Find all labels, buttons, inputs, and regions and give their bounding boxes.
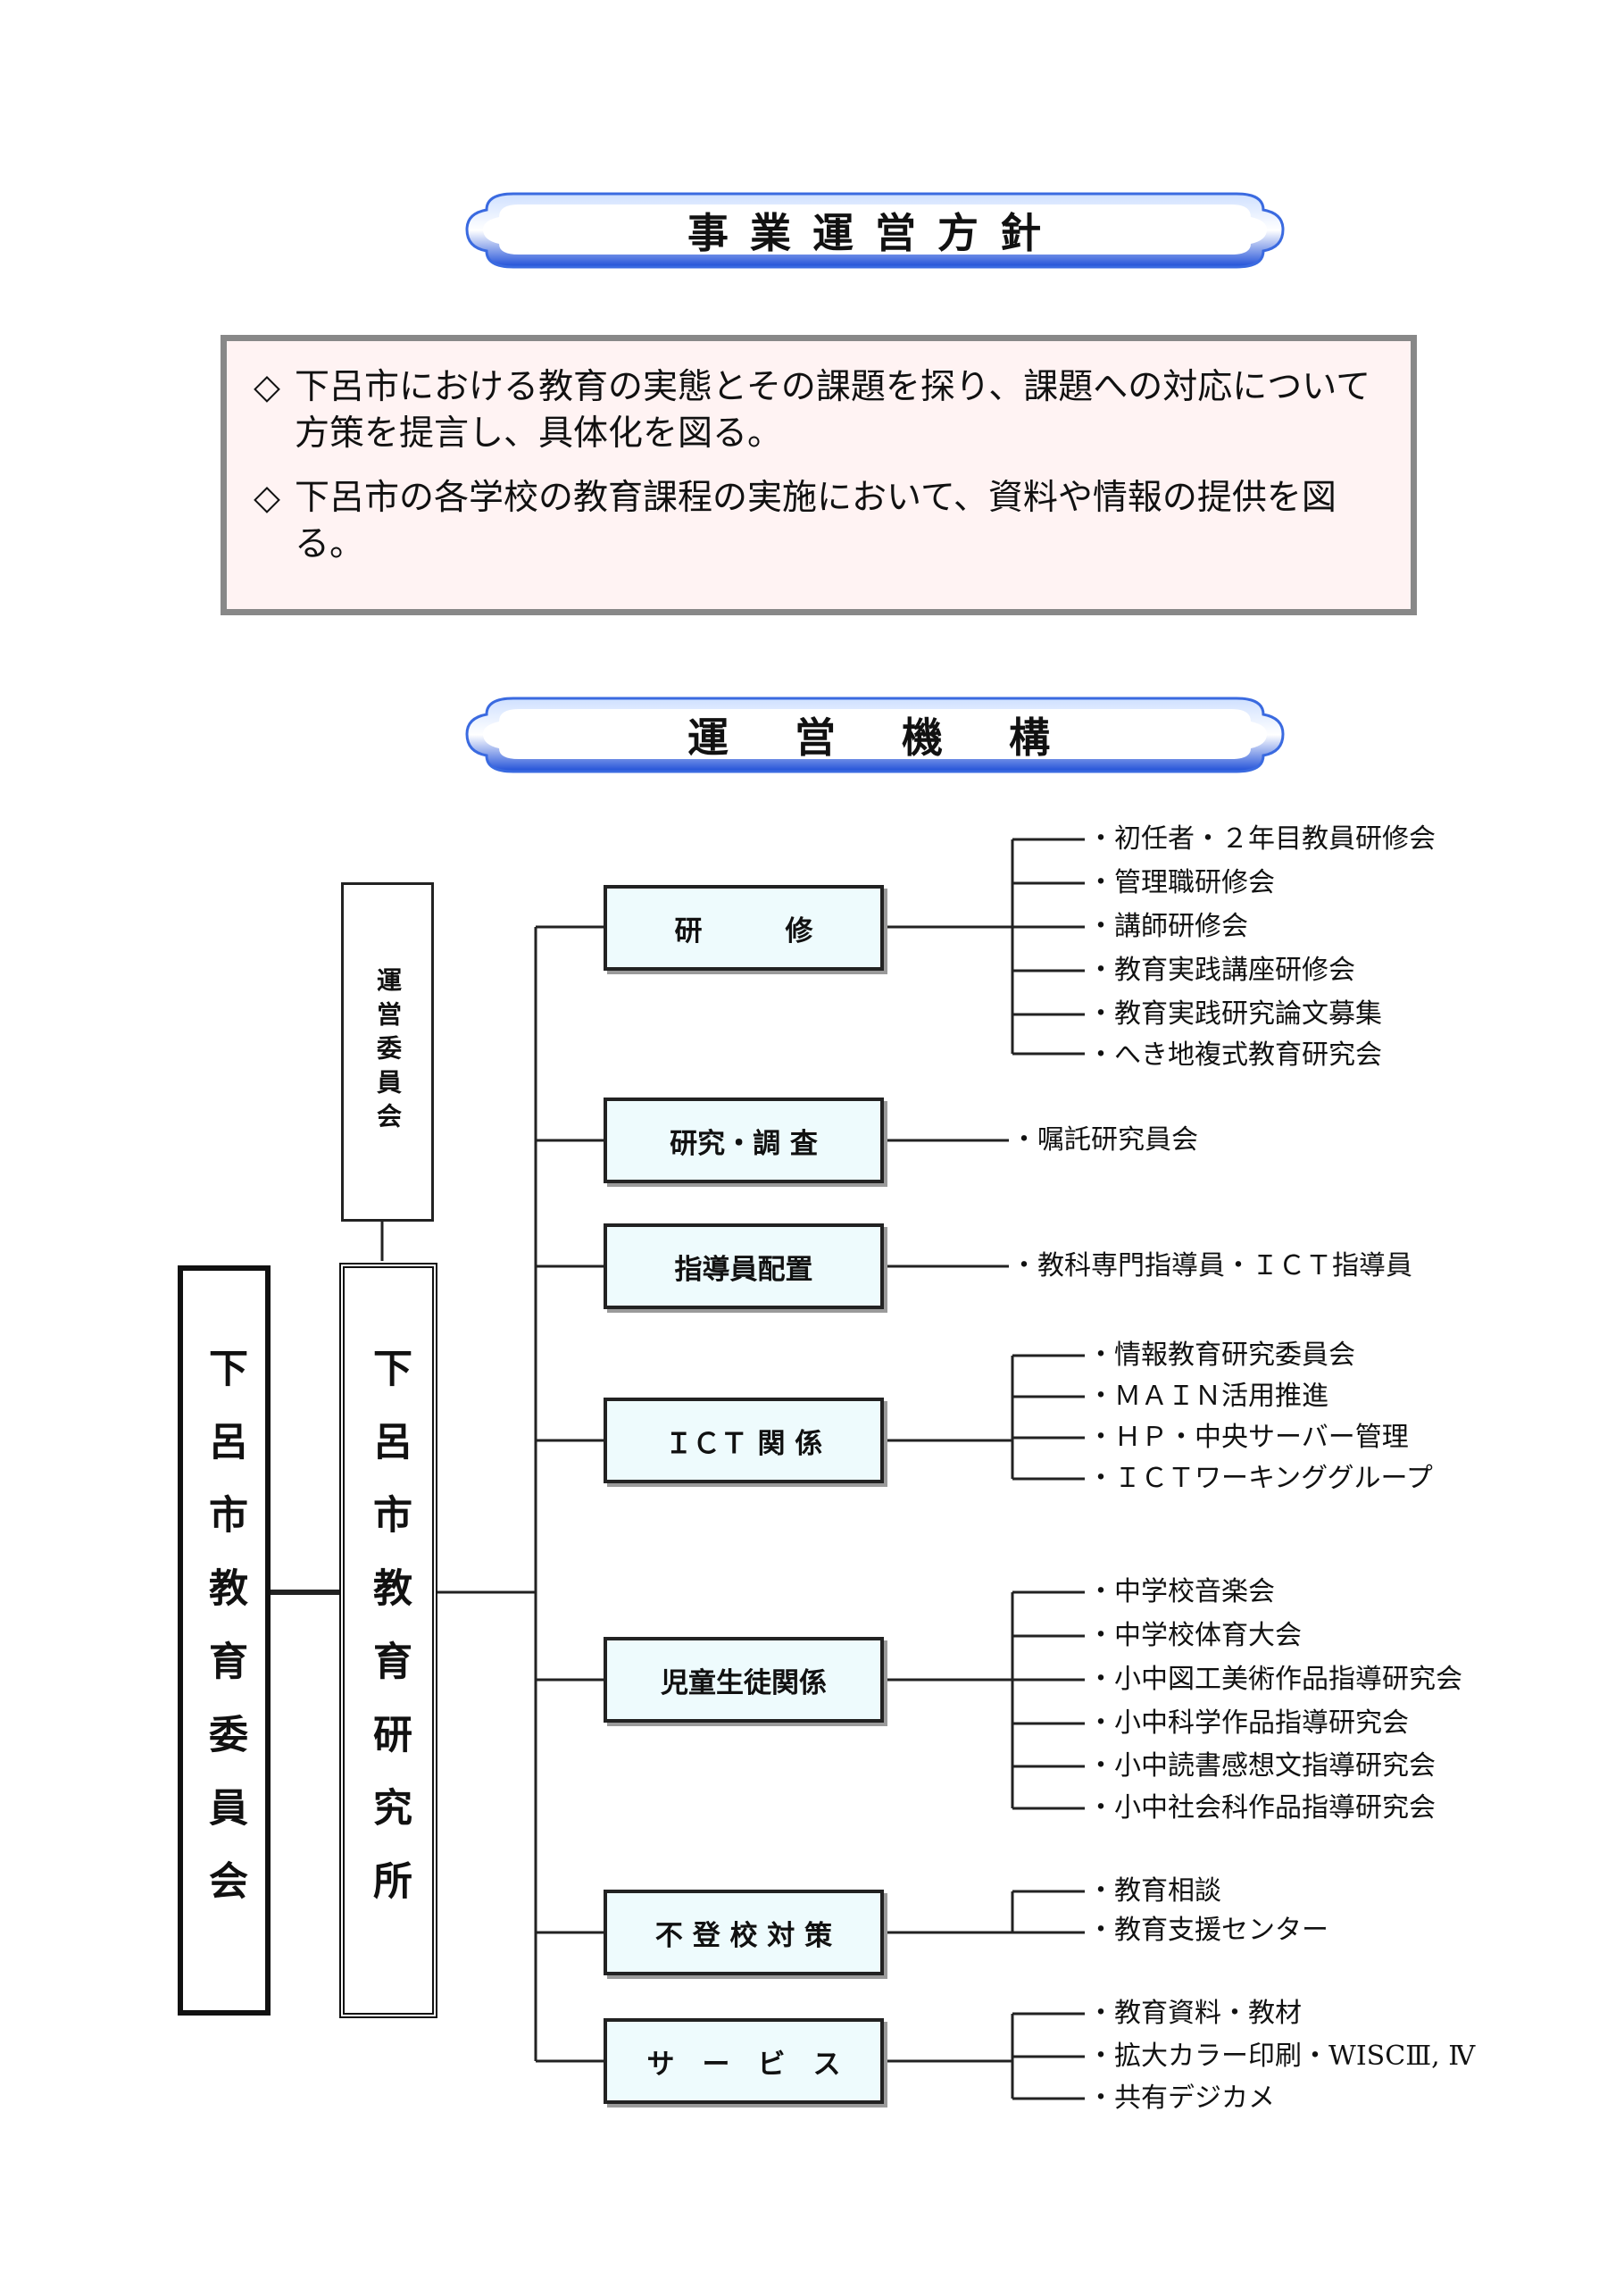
dept-item: ・共有デジカメ <box>1087 2083 1275 2114</box>
dept-students: 児童生徒関係 <box>604 1637 884 1723</box>
policy-text: 下呂市の各学校の教育課程の実施において、資料や情報の提供を図る。 <box>295 478 1337 564</box>
diamond-icon: ◇ <box>254 367 280 407</box>
committee-label: 運営委員会 <box>373 967 403 1137</box>
dept-item: ・教育実践講座研修会 <box>1087 955 1355 986</box>
dept-item: ・ＩＣＴワーキンググループ <box>1087 1463 1433 1494</box>
org-banner: 運 営 機 構 <box>460 688 1290 781</box>
dept-ict: ＩＣＴ 関 係 <box>604 1398 884 1483</box>
dept-item: ・教育相談 <box>1087 1875 1221 1907</box>
dept-item: ・教科専門指導員・ＩＣＴ指導員 <box>1011 1250 1412 1281</box>
banner-shape <box>465 697 1285 773</box>
dept-item: ・中学校体育大会 <box>1087 1620 1302 1651</box>
dept-item: ・教育実践研究論文募集 <box>1087 998 1382 1030</box>
policy-box: ◇ 下呂市における教育の実態とその課題を探り、課題への対応について方策を提言し、… <box>221 335 1417 615</box>
board-label: 下呂市教育委員会 <box>202 1348 247 1933</box>
policy-content: ◇ 下呂市における教育の実態とその課題を探り、課題への対応について方策を提言し、… <box>227 341 1411 609</box>
policy-banner: 事業運営方針 <box>460 183 1290 277</box>
policy-title: 事業運営方針 <box>687 208 1062 257</box>
dept-service: サ ー ビ ス <box>604 2018 884 2104</box>
banner-shape <box>465 192 1285 269</box>
policy-item: ◇ 下呂市の各学校の教育課程の実施において、資料や情報の提供を図る。 <box>254 475 1384 568</box>
dept-instructors: 指導員配置 <box>604 1223 884 1309</box>
diamond-icon: ◇ <box>254 478 280 518</box>
dept-item: ・初任者・２年目教員研修会 <box>1087 823 1436 855</box>
dept-item: ・小中読書感想文指導研究会 <box>1087 1750 1436 1782</box>
dept-truancy: 不 登 校 対 策 <box>604 1890 884 1975</box>
dept-item: ・小中科学作品指導研究会 <box>1087 1707 1409 1739</box>
dept-item: ・拡大カラー印刷・WISCⅢ, Ⅳ <box>1087 2041 1476 2072</box>
policy-text: 下呂市における教育の実態とその課題を探り、課題への対応について方策を提言し、具体… <box>295 367 1371 454</box>
dept-item: ・小中社会科作品指導研究会 <box>1087 1792 1436 1824</box>
board-box: 下呂市教育委員会 <box>178 1265 271 2016</box>
dept-training: 研 修 <box>604 885 884 971</box>
dept-item: ・へき地複式教育研究会 <box>1087 1039 1382 1071</box>
policy-item: ◇ 下呂市における教育の実態とその課題を探り、課題への対応について方策を提言し、… <box>254 364 1384 457</box>
institute-label: 下呂市教育研究所 <box>366 1348 412 1933</box>
org-title: 運 営 機 構 <box>687 713 1062 762</box>
dept-item: ・小中図工美術作品指導研究会 <box>1087 1664 1462 1695</box>
dept-item: ・教育資料・教材 <box>1087 1998 1302 2029</box>
dept-item: ・講師研修会 <box>1087 911 1248 942</box>
dept-item: ・中学校音楽会 <box>1087 1576 1275 1607</box>
institute-box: 下呂市教育研究所 <box>339 1263 437 2018</box>
dept-item: ・ＭＡＩＮ活用推進 <box>1087 1381 1328 1412</box>
dept-item: ・教育支援センター <box>1087 1915 1328 1946</box>
dept-item: ・ＨＰ・中央サーバー管理 <box>1087 1422 1409 1453</box>
dept-research: 研究・調 査 <box>604 1098 884 1183</box>
dept-item: ・嘱託研究員会 <box>1011 1124 1198 1156</box>
committee-box: 運営委員会 <box>341 882 434 1222</box>
dept-item: ・管理職研修会 <box>1087 867 1275 898</box>
dept-item: ・情報教育研究委員会 <box>1087 1340 1355 1371</box>
